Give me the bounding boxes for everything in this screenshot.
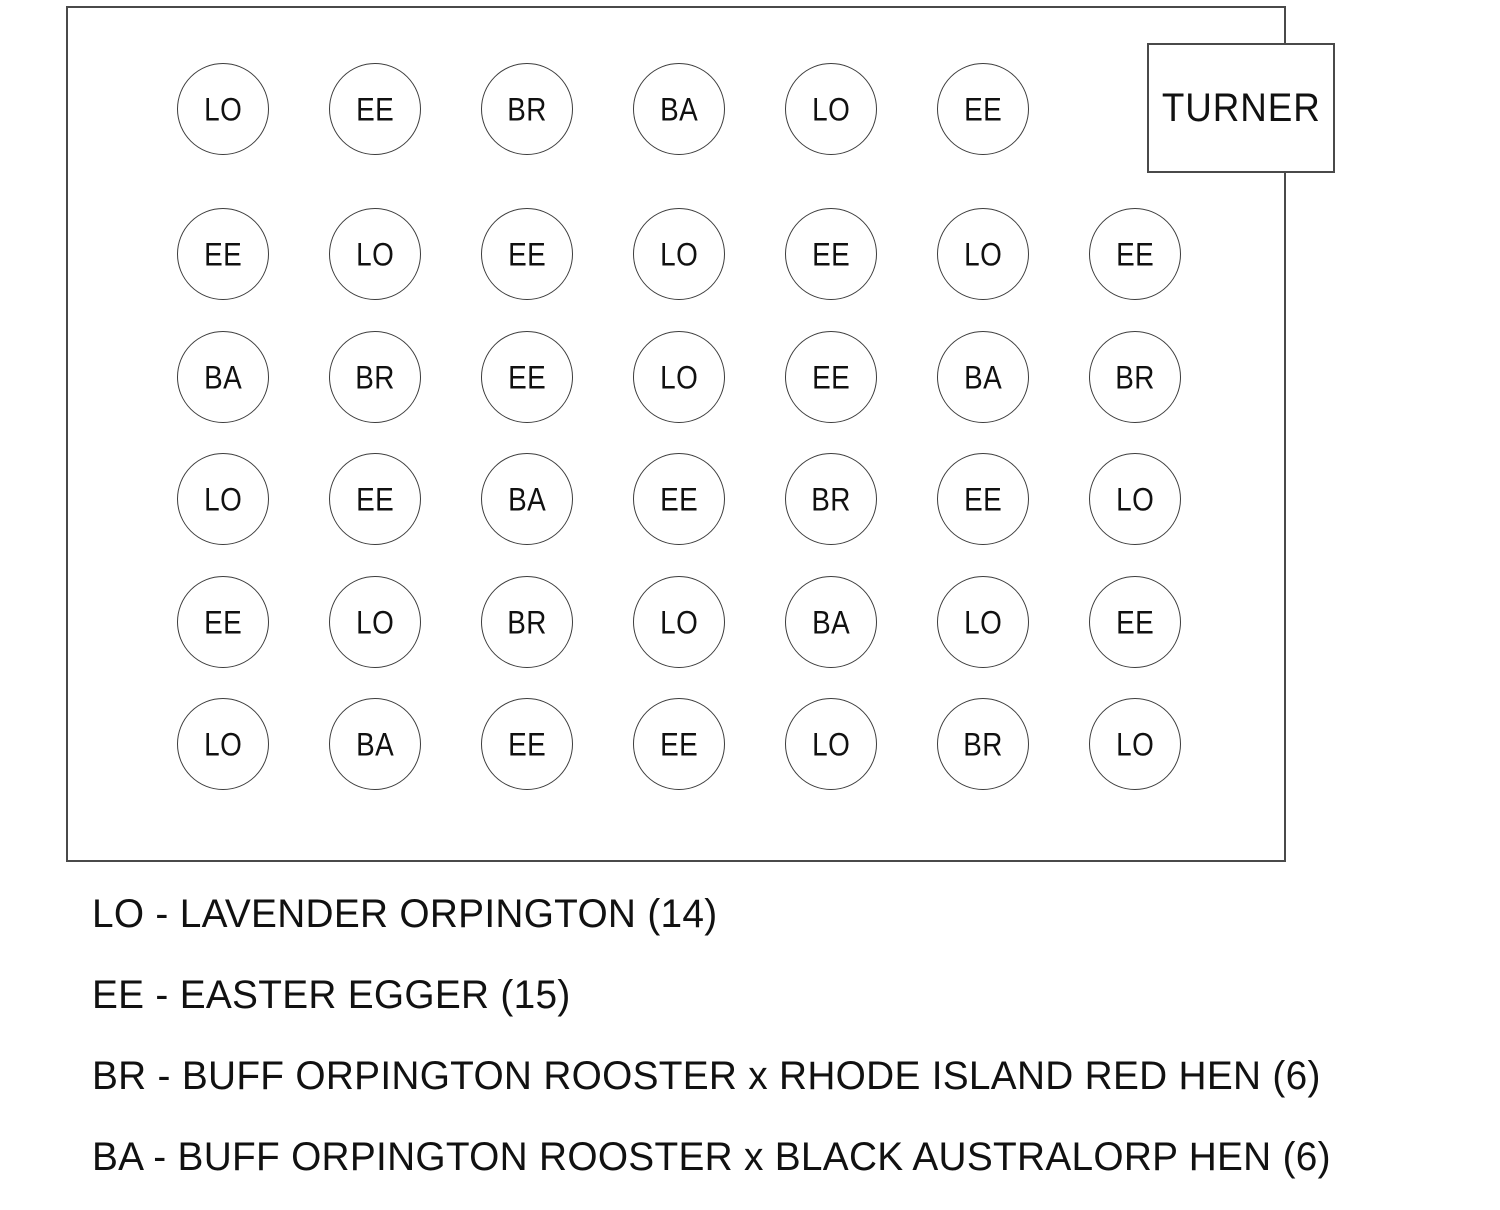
bird-marker[interactable]: BA bbox=[785, 576, 877, 668]
bird-marker-code: LO bbox=[1115, 725, 1155, 763]
bird-marker[interactable]: LO bbox=[785, 63, 877, 155]
bird-marker-code: LO bbox=[659, 235, 699, 273]
bird-marker-code: LO bbox=[659, 358, 699, 396]
bird-marker-code: EE bbox=[507, 235, 547, 273]
bird-marker-code: LO bbox=[963, 603, 1003, 641]
coop-plan-frame: LO EE BR BA LO EE EE LO EE LO EE LO EE BA BR EE LO EE BA BR… bbox=[66, 6, 1335, 862]
bird-marker-code: BR bbox=[507, 603, 547, 641]
bird-marker[interactable]: LO bbox=[1089, 698, 1181, 790]
bird-marker[interactable]: BR bbox=[785, 453, 877, 545]
bird-marker[interactable]: EE bbox=[633, 698, 725, 790]
bird-marker-code: BA bbox=[659, 90, 699, 128]
bird-marker-code: BR bbox=[507, 90, 547, 128]
bird-marker-code: EE bbox=[507, 358, 547, 396]
bird-marker[interactable]: EE bbox=[1089, 208, 1181, 300]
bird-marker[interactable]: BR bbox=[937, 698, 1029, 790]
bird-marker-code: EE bbox=[963, 480, 1003, 518]
bird-marker[interactable]: EE bbox=[177, 576, 269, 668]
bird-marker-code: BR bbox=[1115, 358, 1155, 396]
bird-marker[interactable]: BA bbox=[177, 331, 269, 423]
bird-marker-code: EE bbox=[1115, 235, 1155, 273]
bird-marker[interactable]: LO bbox=[937, 576, 1029, 668]
bird-marker[interactable]: EE bbox=[329, 453, 421, 545]
bird-marker[interactable]: LO bbox=[329, 208, 421, 300]
bird-marker-code: LO bbox=[811, 725, 851, 763]
bird-marker[interactable]: BR bbox=[481, 63, 573, 155]
bird-marker[interactable]: LO bbox=[633, 576, 725, 668]
bird-marker-code: LO bbox=[355, 235, 395, 273]
bird-marker-code: LO bbox=[203, 480, 243, 518]
bird-marker[interactable]: EE bbox=[785, 331, 877, 423]
bird-marker-code: BR bbox=[811, 480, 851, 518]
bird-marker[interactable]: EE bbox=[481, 698, 573, 790]
bird-marker[interactable]: EE bbox=[937, 453, 1029, 545]
bird-marker-code: EE bbox=[203, 603, 243, 641]
bird-marker-code: EE bbox=[811, 235, 851, 273]
bird-marker[interactable]: LO bbox=[1089, 453, 1181, 545]
legend-line: BR - BUFF ORPINGTON ROOSTER x RHODE ISLA… bbox=[92, 1054, 1321, 1098]
bird-marker-code: EE bbox=[355, 480, 395, 518]
bird-marker[interactable]: BR bbox=[481, 576, 573, 668]
bird-marker[interactable]: LO bbox=[633, 208, 725, 300]
bird-marker-code: LO bbox=[811, 90, 851, 128]
bird-marker[interactable]: EE bbox=[1089, 576, 1181, 668]
turner-label-box: TURNER bbox=[1147, 43, 1335, 173]
bird-marker[interactable]: BA bbox=[633, 63, 725, 155]
bird-marker-code: EE bbox=[203, 235, 243, 273]
bird-marker[interactable]: LO bbox=[177, 453, 269, 545]
bird-marker[interactable]: BA bbox=[937, 331, 1029, 423]
bird-marker[interactable]: LO bbox=[785, 698, 877, 790]
bird-marker-code: EE bbox=[659, 725, 699, 763]
legend-line: EE - EASTER EGGER (15) bbox=[92, 973, 571, 1017]
bird-marker-code: EE bbox=[507, 725, 547, 763]
bird-marker[interactable]: LO bbox=[937, 208, 1029, 300]
bird-marker[interactable]: EE bbox=[329, 63, 421, 155]
bird-marker-code: BA bbox=[963, 358, 1003, 396]
bird-marker[interactable]: EE bbox=[785, 208, 877, 300]
bird-marker-code: LO bbox=[1115, 480, 1155, 518]
bird-marker[interactable]: EE bbox=[481, 331, 573, 423]
bird-marker[interactable]: EE bbox=[633, 453, 725, 545]
bird-marker[interactable]: EE bbox=[937, 63, 1029, 155]
bird-marker[interactable]: LO bbox=[633, 331, 725, 423]
bird-marker-code: EE bbox=[659, 480, 699, 518]
breed-legend: LO - LAVENDER ORPINGTON (14) EE - EASTER … bbox=[92, 886, 1482, 1210]
bird-marker-code: LO bbox=[963, 235, 1003, 273]
bird-marker[interactable]: BA bbox=[329, 698, 421, 790]
bird-marker[interactable]: EE bbox=[481, 208, 573, 300]
bird-marker-code: EE bbox=[811, 358, 851, 396]
bird-marker-code: EE bbox=[963, 90, 1003, 128]
bird-marker[interactable]: LO bbox=[329, 576, 421, 668]
bird-marker-code: LO bbox=[355, 603, 395, 641]
bird-marker[interactable]: BA bbox=[481, 453, 573, 545]
bird-marker-code: BA bbox=[811, 603, 851, 641]
bird-marker-code: LO bbox=[203, 90, 243, 128]
bird-marker-code: BA bbox=[355, 725, 395, 763]
bird-marker-code: BR bbox=[355, 358, 395, 396]
bird-marker[interactable]: EE bbox=[177, 208, 269, 300]
bird-marker[interactable]: LO bbox=[177, 698, 269, 790]
bird-marker-code: EE bbox=[355, 90, 395, 128]
turner-label-text: TURNER bbox=[1161, 85, 1321, 130]
bird-marker-code: LO bbox=[659, 603, 699, 641]
bird-marker-code: LO bbox=[203, 725, 243, 763]
bird-marker[interactable]: BR bbox=[329, 331, 421, 423]
bird-marker[interactable]: LO bbox=[177, 63, 269, 155]
bird-marker-code: BA bbox=[203, 358, 243, 396]
bird-marker-code: EE bbox=[1115, 603, 1155, 641]
bird-marker-grid: LO EE BR BA LO EE EE LO EE LO EE LO EE BA BR EE LO EE BA BR… bbox=[68, 8, 1284, 860]
bird-marker-code: BA bbox=[507, 480, 547, 518]
bird-marker-code: BR bbox=[963, 725, 1003, 763]
legend-line: LO - LAVENDER ORPINGTON (14) bbox=[92, 892, 718, 936]
bird-marker[interactable]: BR bbox=[1089, 331, 1181, 423]
legend-line: BA - BUFF ORPINGTON ROOSTER x BLACK AUST… bbox=[92, 1135, 1331, 1179]
